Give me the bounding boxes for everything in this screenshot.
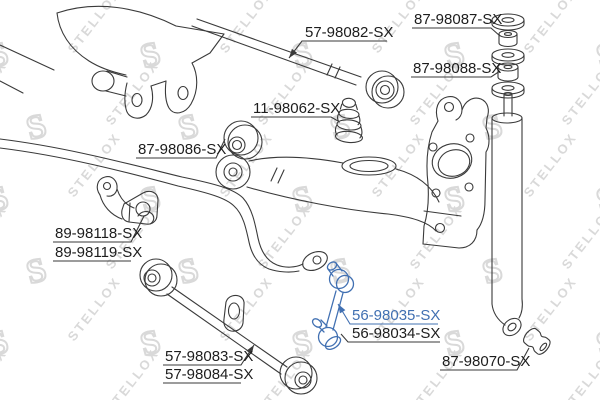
- shock-lower-bushing: [523, 327, 551, 355]
- svg-text:S: S: [478, 0, 506, 4]
- part-number-label: 89-98119-SX: [55, 244, 142, 261]
- svg-text:S: S: [592, 35, 600, 76]
- label-leader-line: [340, 333, 440, 343]
- part-number-label: 87-98087-SX: [414, 11, 502, 28]
- watermark-brand-text: STELLOX: [217, 0, 277, 56]
- part-number-label: 57-98084-SX: [165, 366, 253, 383]
- stabilizer-link-highlighted: [311, 261, 355, 351]
- arm-bushing: [223, 120, 263, 160]
- watermark-logo-icon: S: [591, 322, 600, 365]
- part-number-label: 89-98118-SX: [55, 225, 142, 242]
- svg-text:S: S: [22, 251, 50, 292]
- watermark-brand-text: STELLOX: [369, 130, 429, 200]
- svg-text:S: S: [22, 0, 50, 4]
- lower-arm: [139, 258, 318, 395]
- part-number-label: 11-98062-SX: [253, 100, 340, 117]
- part-labels: 57-98082-SX 87-98087-SX 87-98088-SX 11-9806…: [53, 11, 530, 384]
- stabilizer-bar: [0, 138, 328, 273]
- stabilizer-bushing-clamp: [96, 176, 159, 225]
- svg-text:S: S: [22, 107, 50, 148]
- shock-absorber: [491, 91, 523, 337]
- svg-text:S: S: [174, 251, 202, 292]
- watermark-logo-icon: S: [591, 34, 600, 77]
- part-number-label: 57-98083-SX: [165, 348, 253, 365]
- leader-arrowhead-icon: [289, 48, 298, 58]
- watermark-brand-text: STELLOX: [103, 346, 163, 400]
- label-leader-line: [251, 116, 339, 122]
- svg-text:S: S: [478, 395, 506, 400]
- watermark-brand-text: STELLOX: [559, 58, 600, 128]
- svg-text:S: S: [22, 395, 50, 400]
- watermark-brand-text: STELLOX: [559, 346, 600, 400]
- watermark-logo-icon: S: [21, 394, 51, 400]
- label-leader-line: [53, 215, 145, 243]
- part-number-label: 56-98034-SX: [352, 325, 440, 342]
- watermark-brand-text: STELLOX: [255, 202, 315, 272]
- watermark-logo-icon: S: [173, 0, 203, 5]
- watermark-brand-text: STELLOX: [0, 346, 10, 400]
- watermark-brand-text: STELLOX: [521, 274, 581, 344]
- part-number-label: 57-98082-SX: [305, 24, 393, 41]
- watermark-brand-text: STELLOX: [521, 130, 581, 200]
- watermark-brand-text: STELLOX: [0, 202, 10, 272]
- watermark-logo-icon: S: [173, 394, 203, 400]
- watermark-brand-text: STELLOX: [0, 58, 10, 128]
- svg-text:S: S: [174, 0, 202, 4]
- watermark-logo-icon: S: [325, 394, 355, 400]
- watermark-brand-text: STELLOX: [521, 0, 581, 56]
- part-number-label: 87-98088-SX: [413, 60, 501, 77]
- upper-control-arm: [215, 154, 440, 232]
- svg-text:S: S: [592, 323, 600, 364]
- watermark-logo-icon: S: [591, 178, 600, 221]
- watermark-logo-icon: S: [21, 0, 51, 5]
- lateral-rod: [191, 18, 405, 109]
- part-number-label: 87-98086-SX: [138, 141, 226, 158]
- part-number-label: 87-98070-SX: [442, 353, 530, 370]
- watermark-logo-icon: S: [325, 250, 355, 293]
- label-leader-line: [440, 347, 530, 371]
- svg-text:S: S: [592, 179, 600, 220]
- knuckle: [422, 96, 490, 249]
- subframe-bracket: [0, 5, 225, 119]
- bump-stop: [334, 97, 363, 144]
- leader-arrowhead-icon: [338, 304, 346, 314]
- watermark-logo-icon: S: [477, 0, 507, 5]
- leader-arrowhead-icon: [246, 345, 254, 355]
- mount-washer-stack: [491, 13, 525, 99]
- svg-text:S: S: [326, 251, 354, 292]
- label-leader-line: [412, 27, 501, 37]
- watermark-logo-icon: S: [477, 394, 507, 400]
- svg-text:S: S: [326, 395, 354, 400]
- svg-text:S: S: [174, 395, 202, 400]
- label-leader-line: [136, 138, 226, 159]
- svg-text:S: S: [326, 0, 354, 4]
- watermark-logo-icon: S: [325, 0, 355, 5]
- watermark-brand-text: STELLOX: [65, 274, 125, 344]
- part-number-label: 56-98035-SX: [352, 307, 440, 324]
- watermark-logo-icon: S: [173, 250, 203, 293]
- watermark-logo-icon: S: [21, 106, 51, 149]
- label-leader-line: [411, 70, 501, 78]
- watermark-logo-icon: S: [21, 250, 51, 293]
- watermark-brand-text: STELLOX: [559, 202, 600, 272]
